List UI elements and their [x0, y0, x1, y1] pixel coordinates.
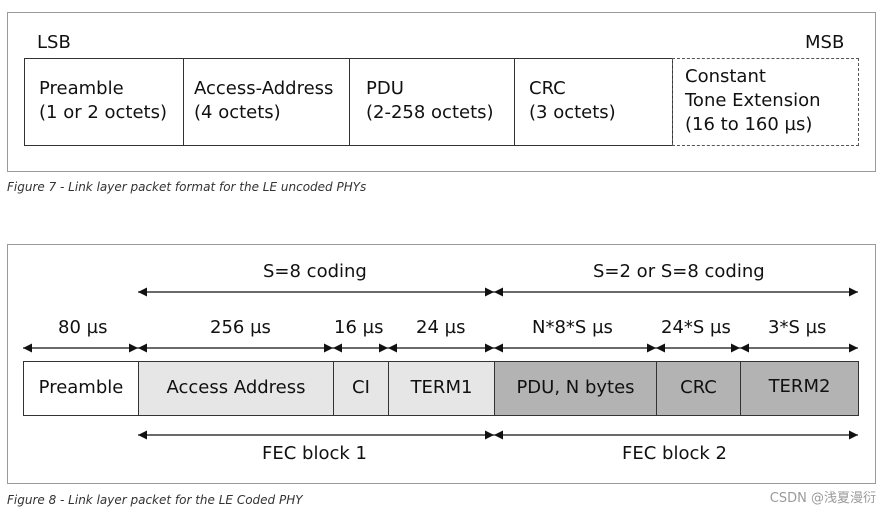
lsb-label: LSB — [37, 32, 71, 53]
fig7-cte-line1: Constant — [685, 66, 766, 87]
fig8-access-address-field: Access Address — [138, 361, 334, 416]
coding2-label: S=2 or S=8 coding — [593, 261, 765, 282]
figure7-caption: Figure 7 - Link layer packet format for … — [7, 180, 367, 194]
fig8-ci-field: CI — [333, 361, 389, 416]
fig7-cte-line3: (16 to 160 µs) — [685, 114, 813, 135]
fig7-crc-field: CRC (3 octets) — [514, 58, 673, 146]
msb-label: MSB — [805, 32, 845, 53]
duration-preamble: 80 µs — [58, 317, 108, 338]
coding1-label: S=8 coding — [263, 261, 367, 282]
duration-ci: 16 µs — [334, 317, 384, 338]
duration-access-address: 256 µs — [210, 317, 271, 338]
fig7-crc-name: CRC — [529, 78, 566, 99]
fig7-pdu-name: PDU — [366, 78, 404, 99]
fig8-preamble-field: Preamble — [23, 361, 139, 416]
fig8-term2-field: TERM2 — [740, 361, 859, 416]
figure8-caption: Figure 8 - Link layer packet for the LE … — [7, 493, 303, 507]
fig7-crc-size: (3 octets) — [529, 102, 616, 123]
fig7-access-address-name: Access-Address — [194, 78, 334, 99]
duration-crc: 24*S µs — [661, 317, 731, 338]
fig7-preamble-field: Preamble (1 or 2 octets) — [24, 58, 184, 146]
fig8-crc-field: CRC — [656, 361, 741, 416]
fig8-term1-field: TERM1 — [388, 361, 495, 416]
fig7-cte-line2: Tone Extension — [685, 90, 821, 111]
duration-pdu: N*8*S µs — [532, 317, 613, 338]
watermark: CSDN @浅夏漫衍 — [769, 491, 876, 506]
fig7-preamble-size: (1 or 2 octets) — [39, 102, 168, 123]
fig7-cte-field: Constant Tone Extension (16 to 160 µs) — [672, 58, 859, 146]
fig7-pdu-size: (2-258 octets) — [366, 102, 494, 123]
duration-term2: 3*S µs — [768, 317, 827, 338]
fig7-preamble-name: Preamble — [39, 78, 124, 99]
fig8-pdu-field: PDU, N bytes — [494, 361, 657, 416]
fig7-access-address-size: (4 octets) — [194, 102, 281, 123]
duration-term1: 24 µs — [416, 317, 466, 338]
fec2-label: FEC block 2 — [622, 443, 727, 464]
fec1-label: FEC block 1 — [262, 443, 367, 464]
